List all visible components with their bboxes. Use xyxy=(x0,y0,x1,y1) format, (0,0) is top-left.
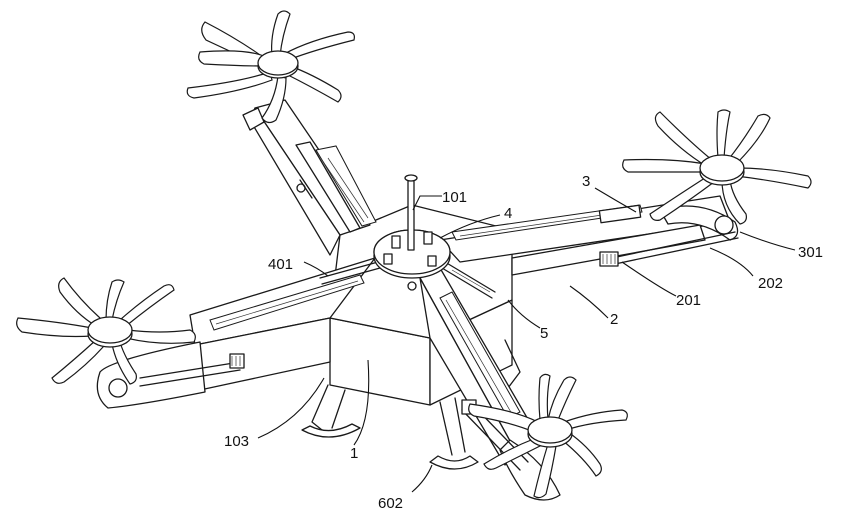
label-201: 201 xyxy=(676,292,701,309)
propeller-top-left xyxy=(186,10,355,124)
label-2: 2 xyxy=(610,311,618,328)
propeller-bottom-right xyxy=(468,373,628,499)
landing-leg-left xyxy=(301,384,361,438)
landing-leg-right xyxy=(429,339,521,470)
label-4: 4 xyxy=(504,205,512,222)
label-301: 301 xyxy=(798,244,823,261)
propeller-right xyxy=(622,109,812,225)
arm-upper-left xyxy=(242,99,377,256)
label-602: 602 xyxy=(378,495,403,512)
label-1: 1 xyxy=(350,445,358,462)
reference-labels: 101 4 3 301 202 201 2 5 401 103 1 602 xyxy=(224,173,823,512)
label-5: 5 xyxy=(540,325,548,342)
antenna-rod xyxy=(404,174,418,251)
center-hub xyxy=(319,229,496,299)
propeller-left xyxy=(16,277,196,385)
label-103: 103 xyxy=(224,433,249,450)
arm-left xyxy=(96,257,376,409)
label-3: 3 xyxy=(582,173,590,190)
label-202: 202 xyxy=(758,275,783,292)
leader-lines xyxy=(257,187,796,493)
label-101: 101 xyxy=(442,189,467,206)
label-401: 401 xyxy=(268,256,293,273)
